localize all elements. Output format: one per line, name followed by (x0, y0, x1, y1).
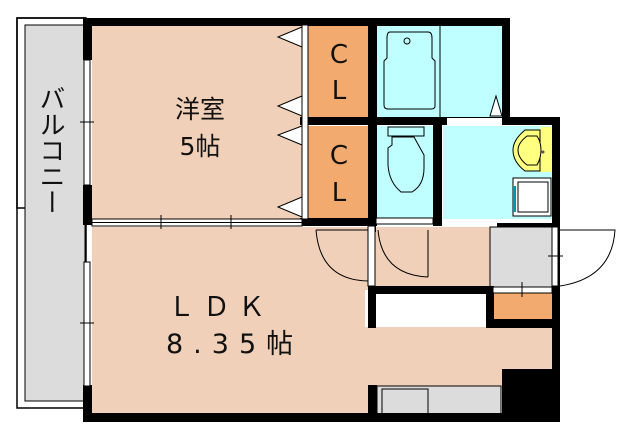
hall-floor (375, 227, 490, 290)
closet-upper-label-1: C (330, 40, 348, 70)
entrance-floor (489, 226, 553, 288)
western-room-floor (92, 25, 302, 220)
closet-upper-label-2: L (332, 76, 347, 106)
washbasin-icon (512, 127, 552, 172)
ldk-size: 8.35帖 (166, 329, 303, 360)
western-room-size: 5帖 (180, 132, 221, 161)
closet-upper (308, 25, 370, 118)
closet-lower-label-2: L (332, 178, 347, 208)
toilet-icon (387, 126, 425, 193)
kitchen-sink (381, 388, 429, 417)
closet-lower (308, 126, 370, 219)
shoe-closet (493, 293, 552, 319)
balcony-label: バルコニー (35, 85, 65, 215)
folding-door-icons (276, 26, 303, 218)
balcony-area (24, 24, 86, 402)
ldk-name: ＬＤＫ (168, 292, 273, 323)
window-lower (83, 261, 91, 387)
bathtub-icon (383, 31, 436, 110)
walls (83, 18, 560, 422)
door-swings (315, 225, 616, 297)
western-room-name: 洋室 (175, 95, 225, 124)
closet-lower-label-1: C (330, 141, 348, 171)
washing-machine-icon (512, 177, 552, 217)
